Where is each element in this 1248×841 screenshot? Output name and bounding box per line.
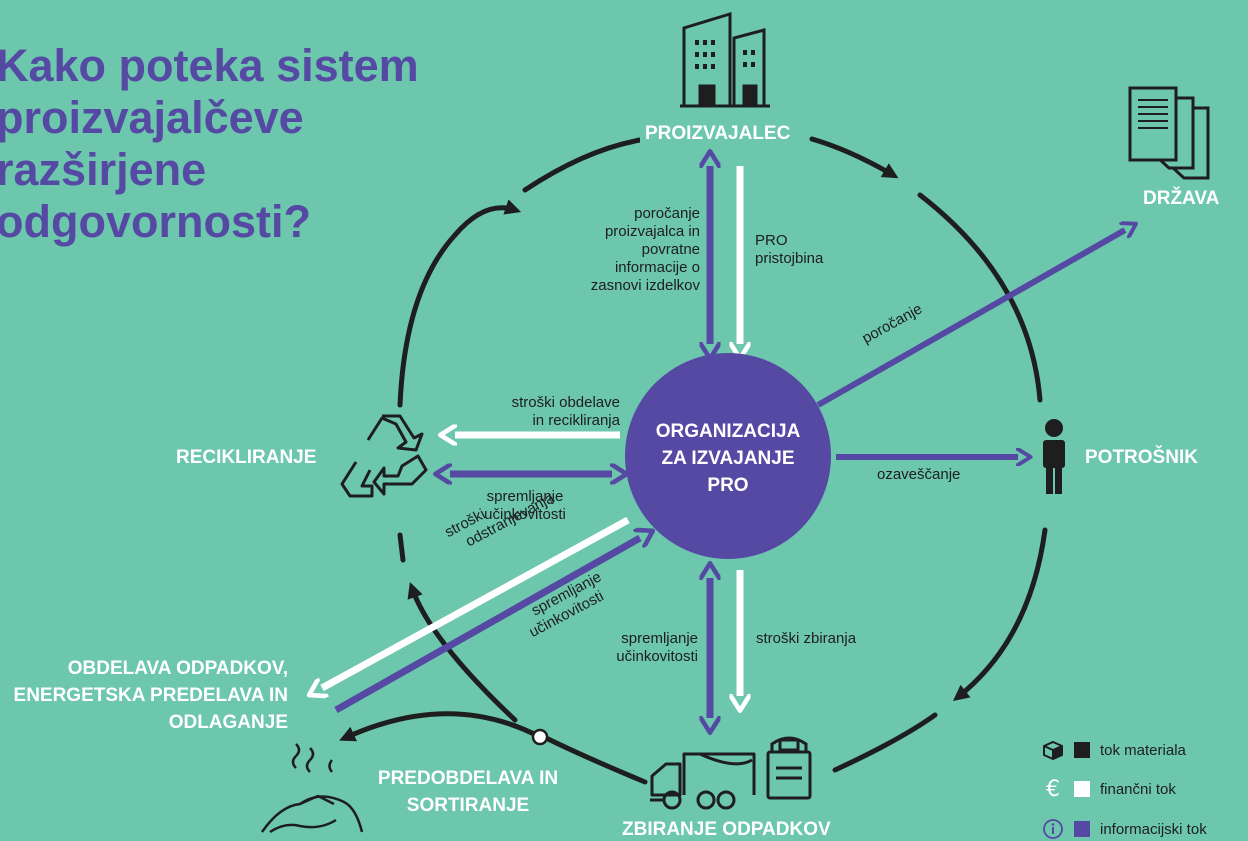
landfill-icon	[260, 743, 364, 834]
title-line-4: odgovornosti?	[0, 196, 311, 247]
arc-producer-to-state	[809, 136, 899, 179]
node-obdelava-line-2: ENERGETSKA PREDELAVA IN	[13, 685, 288, 706]
legend-swatch-info	[1074, 821, 1090, 837]
flow-text: in recikliranja	[532, 412, 620, 429]
node-drzava: DRŽAVA	[1143, 188, 1220, 209]
node-obdelava-line-1: OBDELAVA ODPADKOV,	[67, 658, 288, 679]
center-line-3: PRO	[707, 475, 749, 496]
node-predobdelava: PREDOBDELAVA IN SORTIRANJE	[376, 765, 560, 819]
money-arrow-pro-disposal	[322, 516, 630, 688]
center-line-2: ZA IZVAJANJE	[661, 448, 795, 469]
sorting-node	[531, 728, 549, 746]
node-predobdelava-line-1: PREDOBDELAVA IN	[377, 768, 559, 789]
title-line-3: razširjene	[0, 144, 207, 195]
arc-top-left-2	[522, 137, 643, 193]
arc-bottom-right	[832, 712, 938, 773]
arc-top-left	[452, 199, 522, 238]
label-pro-pristojbina: PRO pristojbina	[755, 232, 823, 268]
arc-right-lower	[952, 527, 1048, 701]
legend-label-material: tok materiala	[1100, 741, 1186, 759]
flow-text: pristojbina	[755, 250, 824, 267]
node-zbiranje: ZBIRANJE ODPADKOV	[622, 819, 831, 840]
title-line-2: proizvajalčeve	[0, 92, 304, 143]
arc-to-landfill	[339, 711, 543, 742]
person-icon	[1043, 419, 1065, 494]
flow-text: proizvajalca in	[604, 223, 700, 240]
node-obdelava-line-3: ODLAGANJE	[168, 712, 288, 733]
arc-left-mid	[397, 532, 406, 563]
flow-text: poročanje	[634, 205, 700, 222]
node-proizvajalec: PROIZVAJALEC	[640, 123, 796, 145]
page-title: Kako poteka sistem proizvajalčeve razšir…	[0, 40, 419, 248]
recycle-icon	[340, 414, 428, 498]
node-predobdelava-line-2: SORTIRANJE	[406, 795, 530, 816]
flow-text: zasnovi izdelkov	[590, 277, 700, 294]
node-obdelava: OBDELAVA ODPADKOV, ENERGETSKA PREDELAVA …	[0, 655, 288, 736]
arc-right-upper	[917, 192, 1043, 403]
legend-swatch-material	[1074, 742, 1090, 758]
title-line-1: Kako poteka sistem	[0, 40, 419, 91]
flow-text: povratne	[641, 241, 700, 258]
legend-financial: € finančni tok	[1040, 776, 1176, 802]
label-porocanje-proizvajalca: poročanje proizvajalca in povratne infor…	[570, 205, 700, 295]
node-potrosnik: POTROŠNIK	[1085, 447, 1198, 468]
node-recikliranje: RECIKLIRANJE	[176, 447, 317, 468]
building-icon	[680, 11, 770, 108]
arc-left-upper	[397, 232, 458, 408]
legend-material: tok materiala	[1040, 738, 1186, 762]
flow-text: informacije o	[614, 259, 700, 276]
label-ozavescanje: ozaveščanje	[877, 466, 961, 483]
center-label: ORGANIZACIJA ZA IZVAJANJE PRO	[628, 418, 828, 499]
info-icon	[1040, 818, 1066, 840]
garbage-truck-icon	[650, 752, 756, 810]
arc-bottom-left	[537, 732, 648, 785]
label-stroski-zbiranja: stroški zbiranja	[756, 630, 857, 647]
label-spremljanje-rec: spremljanje učinkovitosti	[470, 488, 580, 524]
pro-organization-circle	[625, 353, 831, 559]
legend-info: informacijski tok	[1040, 817, 1207, 841]
legend-swatch-financial	[1074, 781, 1090, 797]
label-stroski-obdelave: stroški obdelave in recikliranja	[470, 394, 620, 430]
box-icon	[1040, 739, 1066, 761]
info-arrow-pro-state	[816, 230, 1125, 408]
center-line-1: ORGANIZACIJA	[655, 421, 801, 442]
legend-label-info: informacijski tok	[1100, 820, 1207, 838]
flow-text: učinkovitosti	[484, 506, 566, 523]
flow-text: učinkovitosti	[616, 648, 698, 665]
euro-icon: €	[1046, 776, 1060, 802]
label-spremljanje-zbir: spremljanje učinkovitosti	[580, 630, 698, 666]
flow-text: PRO	[755, 232, 788, 249]
info-arrow-pro-disposal	[334, 538, 640, 714]
flow-text: spremljanje	[621, 630, 698, 647]
flow-text: spremljanje	[486, 488, 564, 505]
legend-label-financial: finančni tok	[1100, 780, 1176, 798]
waste-bin-icon	[766, 736, 812, 800]
documents-icon	[1128, 86, 1210, 180]
flow-text: stroški obdelave	[511, 394, 620, 411]
